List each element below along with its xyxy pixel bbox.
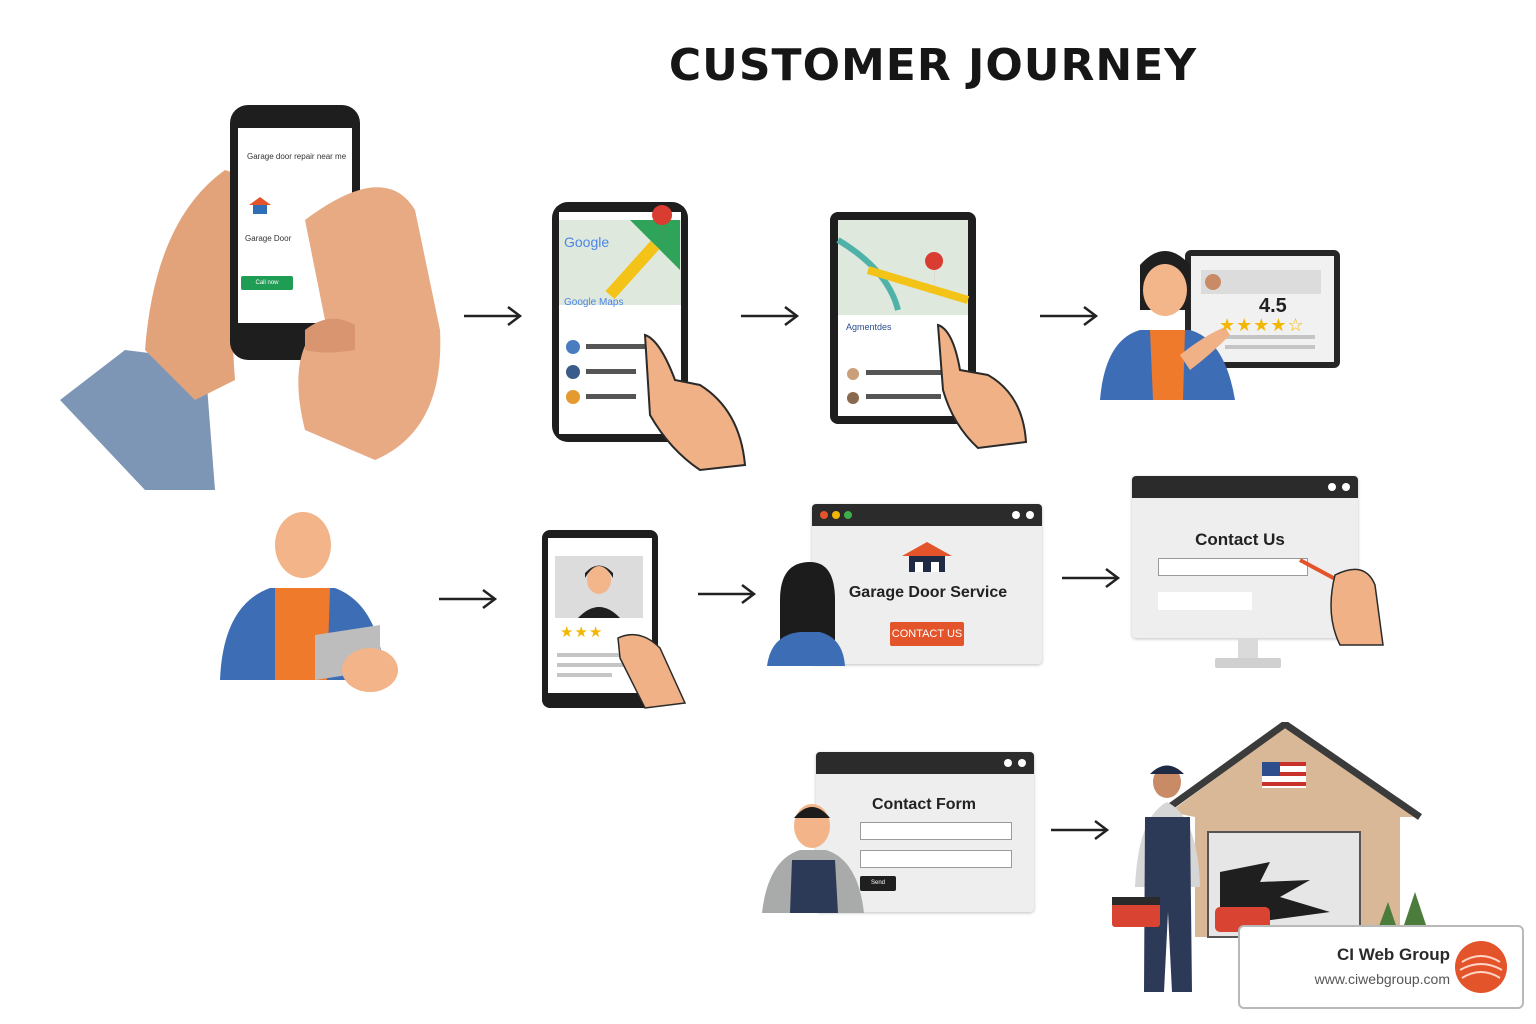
step-maps-tablet: Agmentdes [828, 210, 1038, 450]
review-screen-illustration [1100, 250, 1340, 400]
step-search-phone: Garage door repair near me Garage Door C… [55, 100, 455, 490]
maps-tablet-illustration [830, 212, 1028, 450]
name-field[interactable] [860, 822, 1012, 840]
brand-logo-icon [1454, 940, 1508, 999]
google-logo: Google [564, 234, 610, 250]
contact-us-heading: Contact Us [1195, 530, 1285, 549]
contact-us-field-2[interactable] [1158, 592, 1252, 610]
contact-us-window: Contact Us [1132, 476, 1358, 638]
window-titlebar [816, 752, 1034, 774]
hand-writing-illustration [1295, 555, 1385, 655]
arrow-right-icon [462, 303, 524, 329]
step-review-tablet: ★★★ [540, 528, 690, 713]
woman-silhouette [765, 560, 845, 673]
contact-us-button[interactable]: CONTACT US [890, 622, 964, 646]
step-technician [215, 510, 405, 705]
brand-name: CI Web Group [1336, 945, 1450, 964]
window-titlebar [812, 504, 1042, 526]
service-heading: Garage Door Service [848, 584, 1008, 601]
window-titlebar [1132, 476, 1358, 498]
house-icon [247, 195, 273, 220]
maps-search-text: Agmentdes [846, 322, 892, 332]
arrow-right-icon [1038, 303, 1100, 329]
rating-value: 4.5 [1259, 295, 1287, 317]
step-review-screen: 4.5 ★★★★☆ [1095, 235, 1345, 405]
contact-us-field[interactable] [1158, 558, 1308, 576]
monitor-stand [1203, 638, 1293, 675]
arrow-right-icon [437, 586, 499, 612]
hands-phone-illustration [60, 105, 441, 490]
service-website-window: Garage Door Service CONTACT US [812, 504, 1042, 664]
phone-result-text: Garage Door [245, 234, 292, 243]
send-button[interactable]: Send [860, 876, 896, 891]
step-maps-phone: Google Google Maps [550, 200, 750, 475]
contact-form-heading: Contact Form [872, 796, 976, 813]
call-now-button[interactable]: Call now [241, 276, 293, 290]
rating-stars: ★★★★☆ [1219, 315, 1305, 335]
arrow-right-icon [739, 303, 801, 329]
brand-badge: CI Web Group www.ciwebgroup.com [1238, 925, 1524, 1009]
maps-phone-illustration [552, 202, 747, 472]
arrow-right-icon [696, 581, 758, 607]
arrow-right-icon [1049, 817, 1111, 843]
house-icon [900, 540, 954, 579]
review-stars: ★★★ [560, 624, 604, 641]
arrow-right-icon [1060, 565, 1122, 591]
technician-clipboard-illustration [220, 512, 398, 692]
contact-form-window: Contact Form Send [816, 752, 1034, 912]
review-tablet-illustration [542, 530, 687, 709]
phone-search-text: Garage door repair near me [247, 152, 347, 161]
email-field[interactable] [860, 850, 1012, 868]
maps-header: Google Maps [564, 297, 624, 308]
man-overalls-illustration [760, 800, 870, 920]
page-title: CUSTOMER JOURNEY [668, 40, 1198, 91]
brand-url[interactable]: www.ciwebgroup.com [1314, 971, 1450, 987]
